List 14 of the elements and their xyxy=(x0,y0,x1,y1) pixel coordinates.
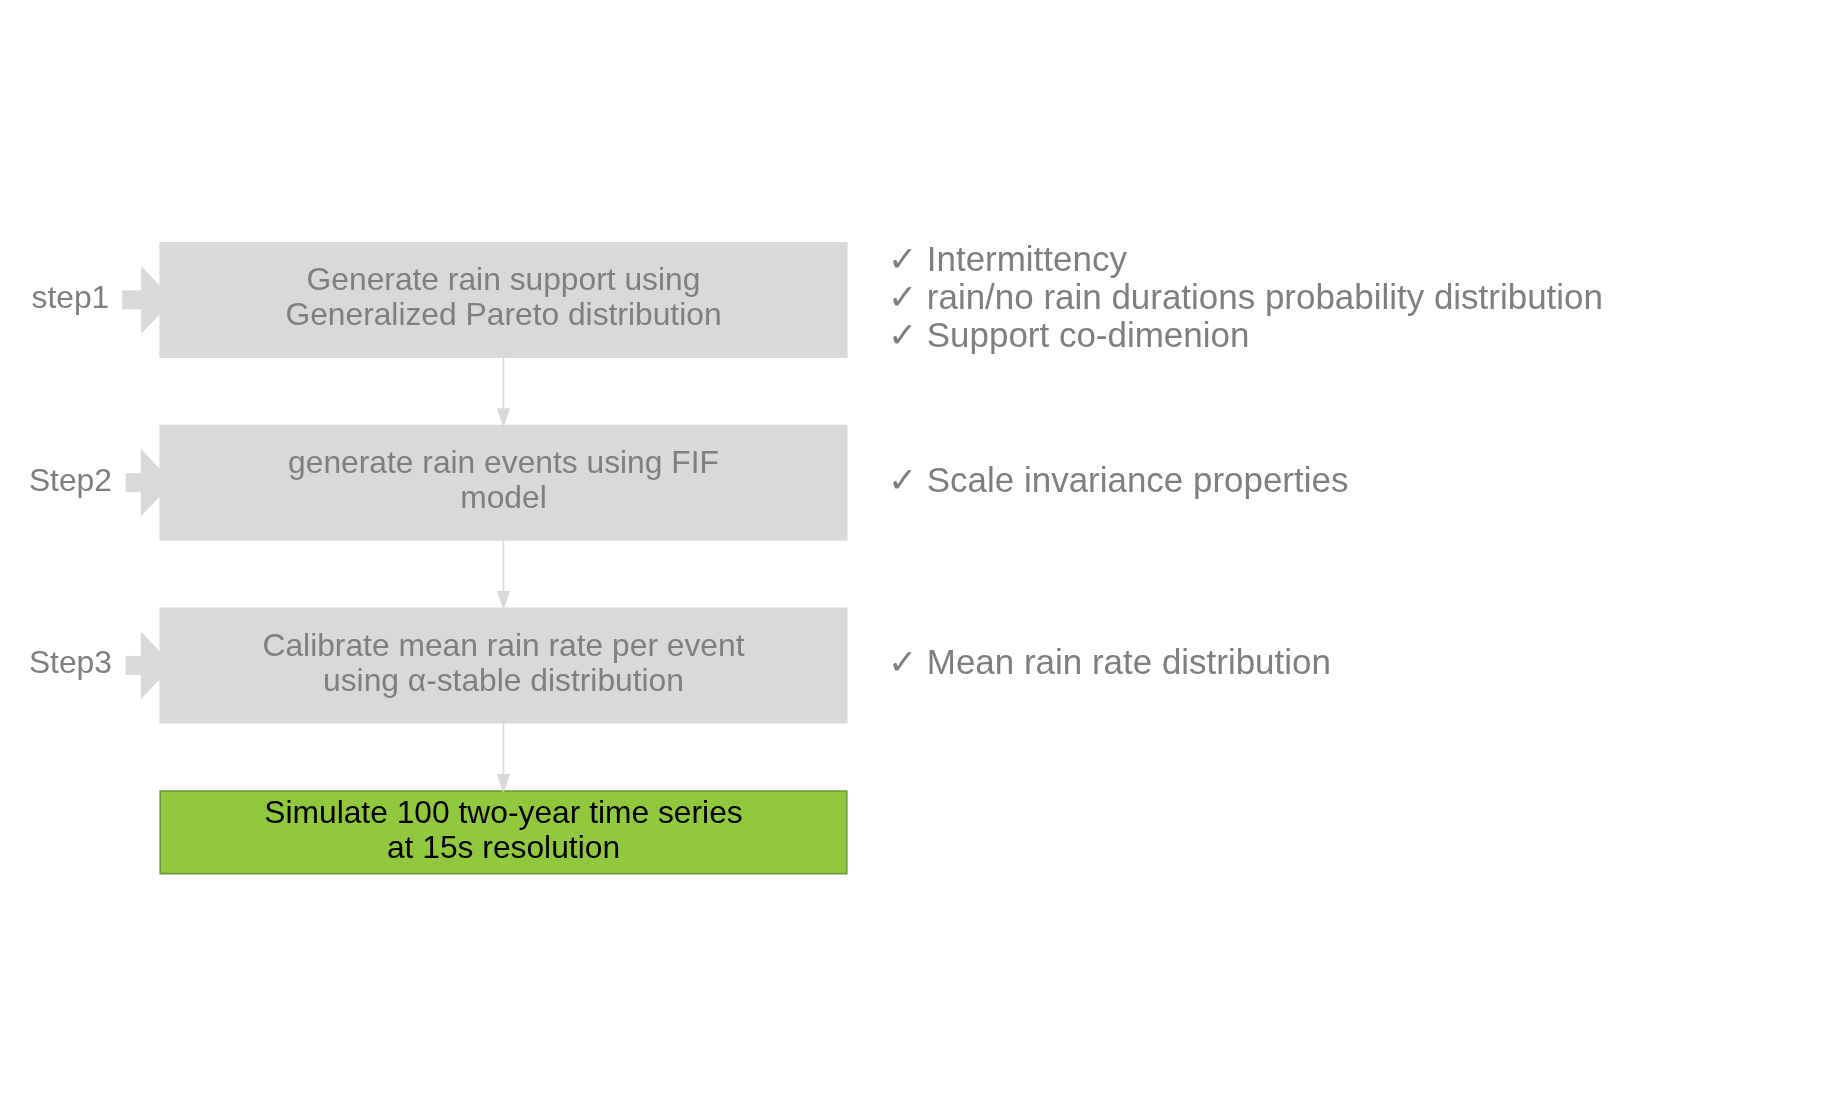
node-label: ✓ Mean rain rate distribution xyxy=(888,642,1331,682)
node-text: Step2 xyxy=(28,461,112,498)
node-box: generate rain events using FIF model xyxy=(159,424,848,541)
arrow xyxy=(496,539,511,611)
arrow xyxy=(496,722,511,793)
node-label: ✓ Support co-dimenion xyxy=(888,314,1250,354)
arrow xyxy=(496,356,511,428)
node-label: ✓ Scale invariance properties xyxy=(888,459,1349,499)
node-box: Calibrate mean rain rate per event using α-stable distribution xyxy=(159,607,848,724)
node-box: Simulate 100 two-year time series at 15s resolution xyxy=(159,790,848,875)
node-box: Generate rain support using Generalized Pareto distribution xyxy=(159,241,848,358)
node-text: Step3 xyxy=(28,644,112,681)
node-label: ✓ Intermittency xyxy=(888,238,1127,278)
node-text: step1 xyxy=(31,278,110,315)
